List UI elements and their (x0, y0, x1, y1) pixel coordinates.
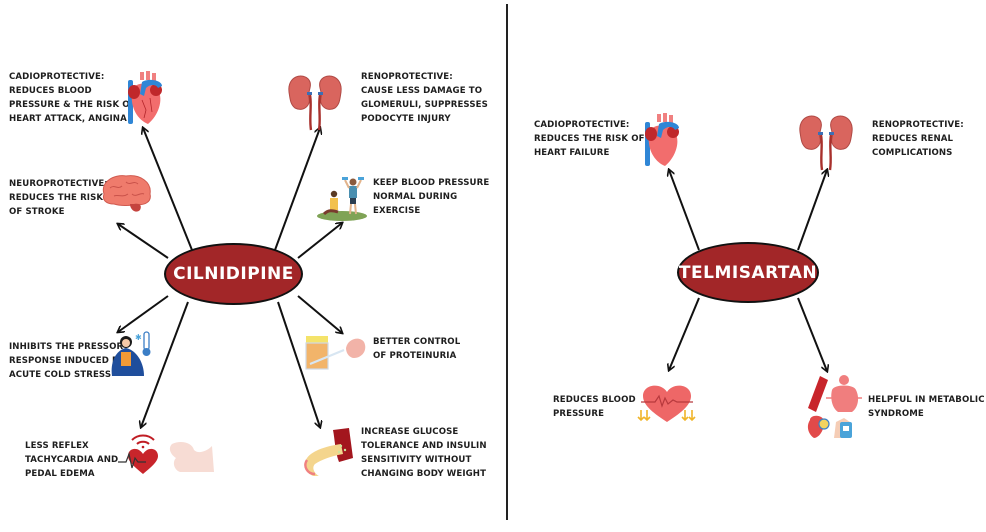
metabolic-syndrome-icon (807, 375, 862, 438)
heart-anatomy-icon (128, 71, 162, 124)
arrow-t-renoprotective (797, 170, 827, 251)
label-neuroprotective: NEUROPROTECTIVE: REDUCES THE RISK OF STR… (9, 179, 108, 217)
heart-pulse-foot-icon (118, 434, 214, 474)
panel-divider (506, 4, 508, 520)
pancreas-vessel-icon (304, 428, 353, 476)
label-renoprotective: RENOPROTECTIVE: CAUSE LESS DAMAGE TO GLO… (361, 72, 488, 124)
arrow-t-metabolic (797, 297, 827, 371)
cilnidipine-hub: CILNIDIPINE (164, 243, 303, 305)
arrow-t-blood-pressure (669, 297, 700, 370)
cold-person-thermometer-icon: ✱ (111, 331, 151, 376)
arrow-neuroprotective (118, 224, 169, 259)
label-t-cardioprotective: CADIOPROTECTIVE: REDUCES THE RISK OF HEA… (534, 120, 645, 158)
arrow-renoprotective (274, 128, 320, 251)
svg-text:✱: ✱ (135, 333, 142, 342)
arrow-cardioprotective (143, 128, 193, 251)
arrow-t-cardioprotective (669, 170, 700, 251)
label-exercise: KEEP BLOOD PRESSURE NORMAL DURING EXERCI… (373, 178, 490, 216)
brain-icon (102, 175, 151, 212)
heart-down-arrows-icon (637, 385, 696, 422)
label-cold-stress: INHIBITS THE PRESSOR RESPONSE INDUCED BY… (9, 342, 125, 380)
kidneys-icon (799, 115, 853, 171)
arrow-exercise (297, 223, 342, 259)
label-t-blood-pressure: REDUCES BLOOD PRESSURE (553, 395, 636, 419)
label-proteinuria: BETTER CONTROL OF PROTEINURIA (373, 337, 461, 361)
label-tachycardia: LESS REFLEX TACHYCARDIA AND PEDAL EDEMA (25, 441, 119, 479)
heart-anatomy-icon (645, 113, 679, 166)
label-t-metabolic: HELPFUL IN METABOLIC SYNDROME (868, 395, 985, 419)
telmisartan-hub: TELMISARTAN (677, 242, 819, 303)
label-cardioprotective: CADIOPROTECTIVE: REDUCES BLOOD PRESSURE … (9, 72, 136, 124)
arrow-glucose (277, 301, 320, 427)
arrow-proteinuria (297, 295, 342, 333)
urine-test-icon (305, 336, 366, 370)
kidneys-icon (288, 75, 342, 131)
label-t-renoprotective: RENOPROTECTIVE: REDUCES RENAL COMPLICATI… (872, 120, 964, 158)
label-glucose: INCREASE GLUCOSE TOLERANCE AND INSULIN S… (361, 427, 487, 479)
arrow-tachycardia (141, 301, 189, 427)
arrow-cold-stress (118, 295, 169, 332)
exercise-people-icon (317, 177, 367, 221)
